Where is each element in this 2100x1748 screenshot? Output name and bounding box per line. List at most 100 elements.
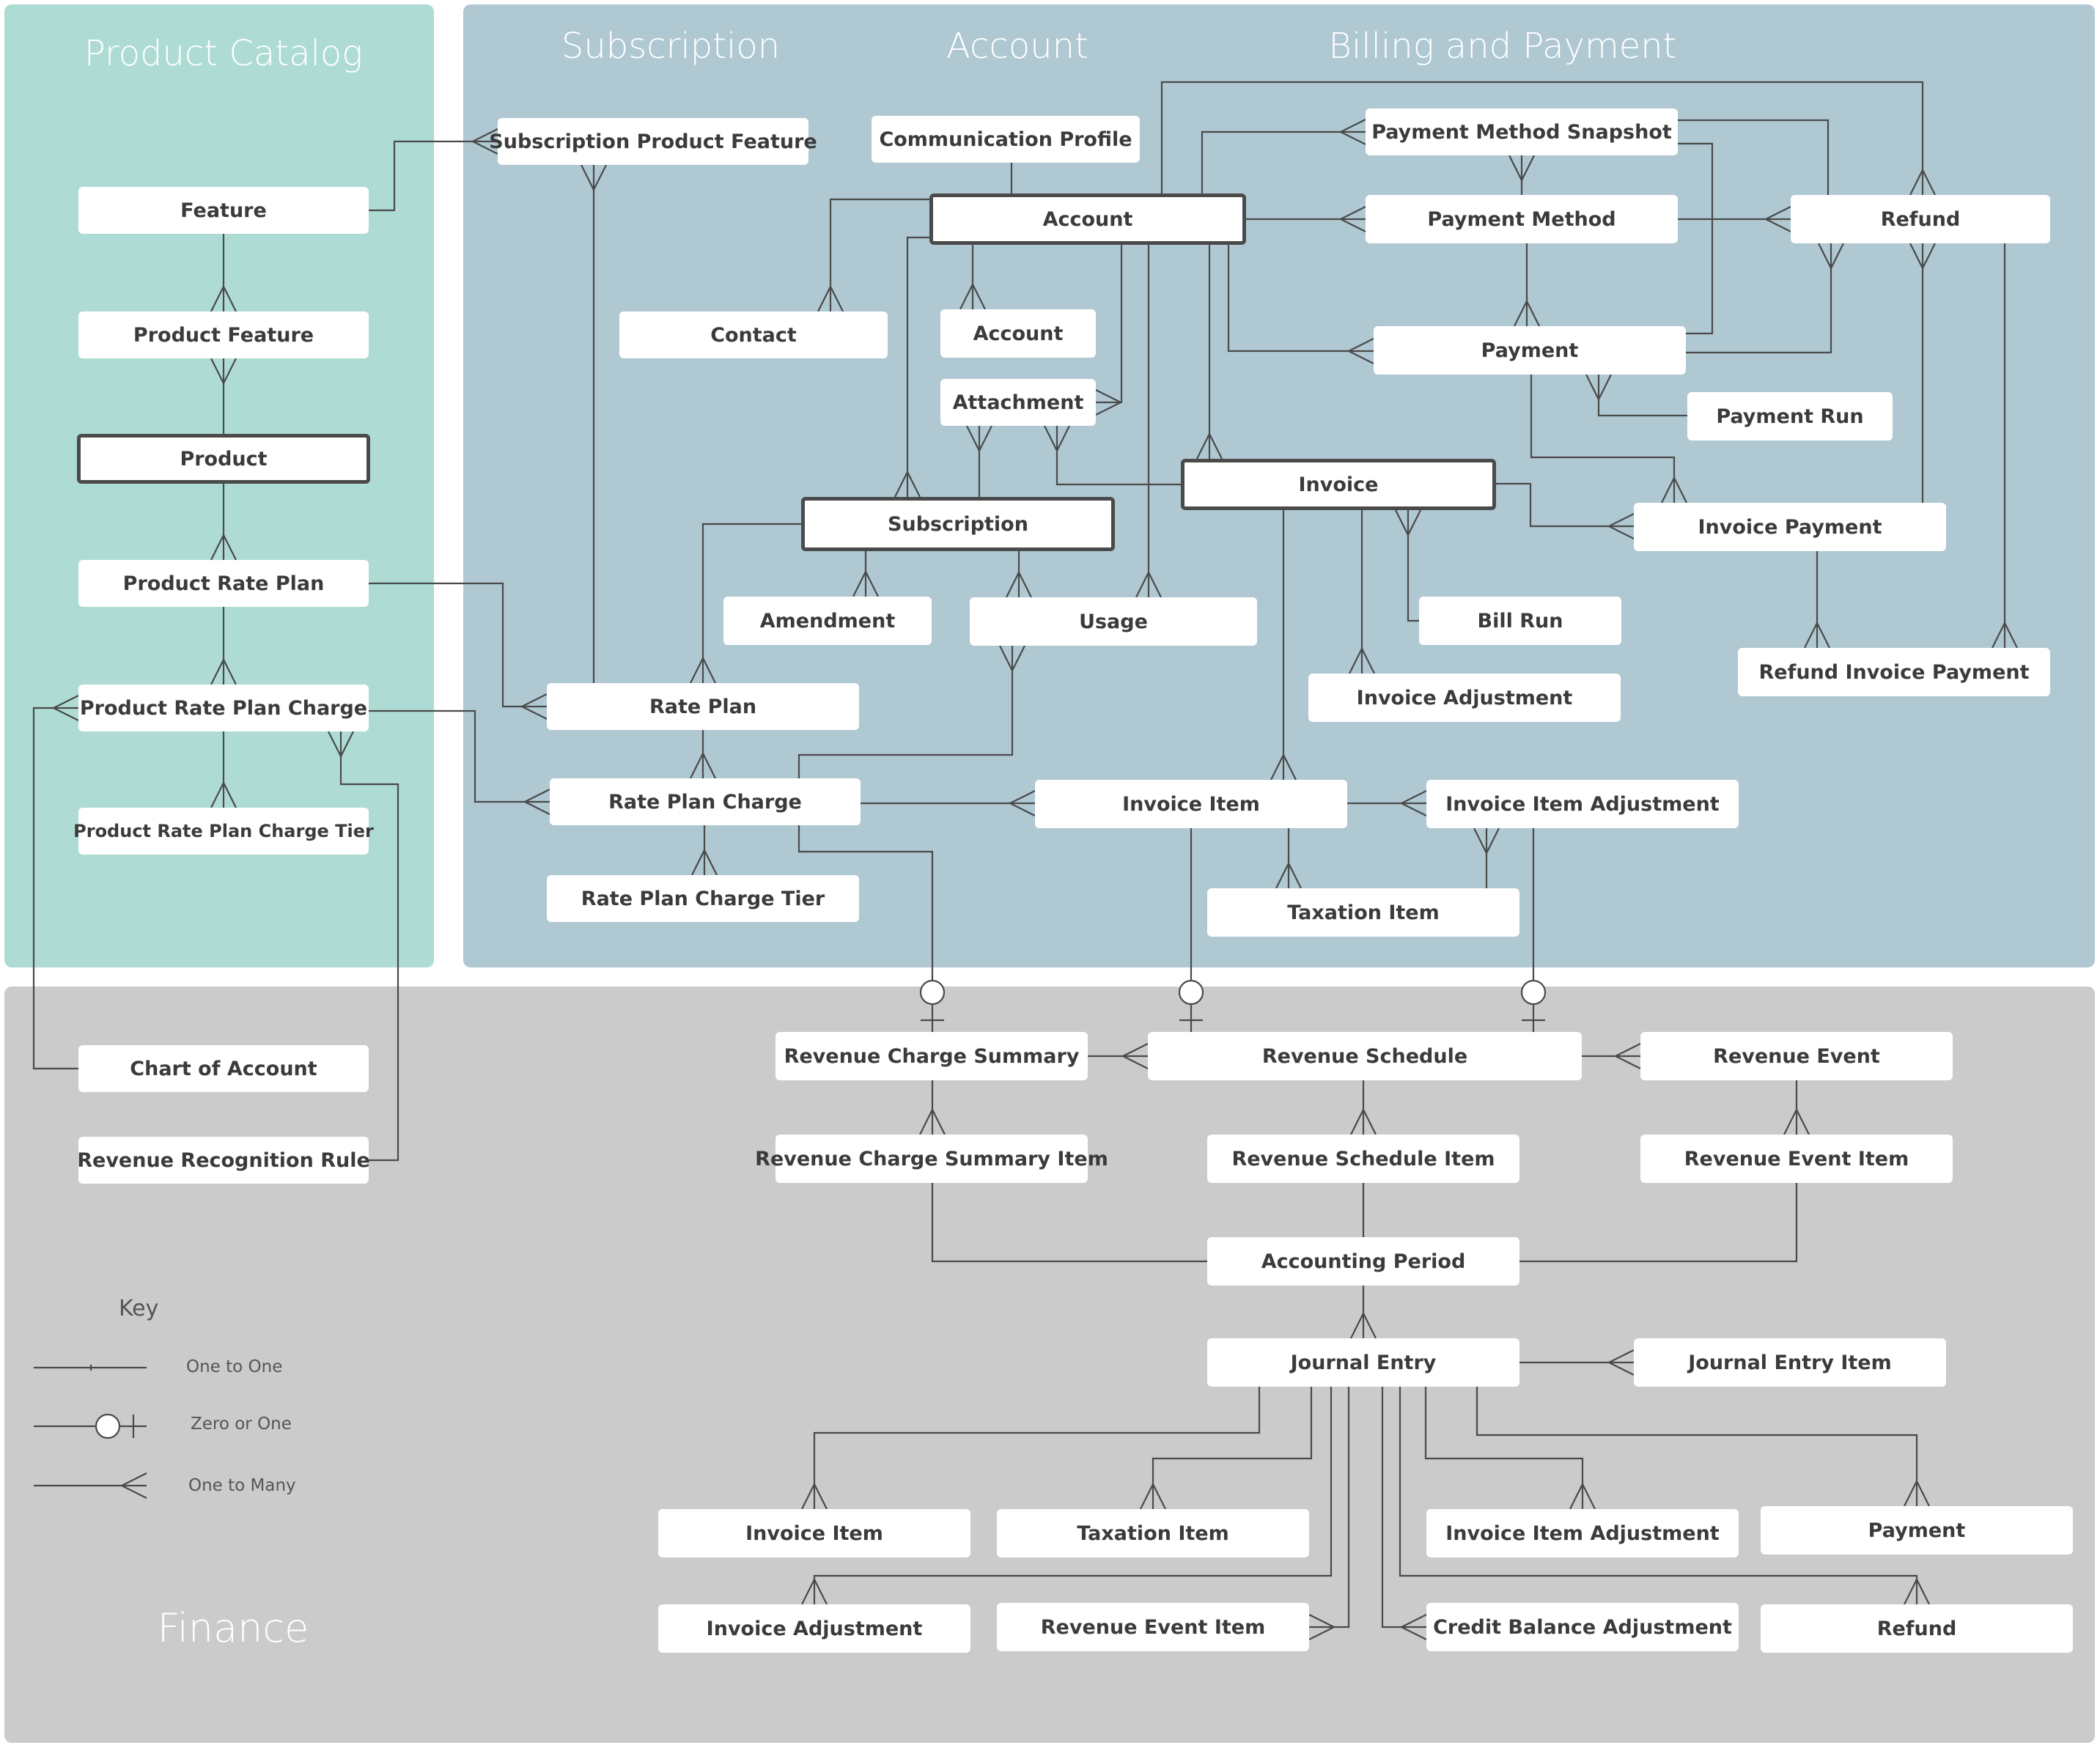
crows-foot-marker [1338,119,1366,145]
entity-rate-plan-charge: Rate Plan Charge [550,778,861,825]
entity-je-refund: Refund [1761,1604,2073,1653]
crows-foot-marker [1783,1107,1810,1135]
entity-payment-method-snapshot: Payment Method Snapshot [1366,108,1678,155]
connector-line [931,1183,1207,1263]
entity-payment-method: Payment Method [1366,195,1678,243]
entity-accounting-period: Accounting Period [1207,1237,1519,1286]
entity-feature: Feature [78,187,369,234]
crows-foot-marker [966,425,992,453]
entity-refund-invoice-payment: Refund Invoice Payment [1738,648,2050,696]
crows-foot-marker [210,781,237,808]
crows-foot-marker [1909,168,1936,196]
crows-foot-marker [1992,621,2018,649]
region-title-billing-payment: Billing and Payment [1328,26,1677,67]
entity-amendment: Amendment [723,597,932,645]
crows-foot-marker [1607,1349,1635,1376]
entity-communication-profile: Communication Profile [872,116,1140,163]
connector-line [1381,1387,1426,1629]
crows-foot-marker [1585,374,1612,402]
connector-line [1519,1183,1798,1263]
connector-line [906,236,929,497]
entity-taxation-item: Taxation Item [1207,888,1519,937]
region-title-account: Account [946,26,1088,67]
crows-foot-marker [210,657,237,685]
connector-line [1227,245,1374,353]
entity-journal-entry-item: Journal Entry Item [1634,1338,1946,1387]
connector-line [1475,1387,1918,1506]
entity-account: Account [929,193,1246,245]
product-catalog-region [4,4,434,967]
crows-foot-marker [801,1577,828,1605]
entity-product-rate-plan-charge-tier: Product Rate Plan Charge Tier [73,808,374,855]
entity-product-feature: Product Feature [78,311,369,358]
entity-invoice-payment: Invoice Payment [1634,503,1946,551]
crows-foot-marker [1804,621,1830,649]
entity-invoice-item-adjustment: Invoice Item Adjustment [1426,780,1739,828]
entity-revenue-charge-summary: Revenue Charge Summary [775,1032,1088,1080]
entity-bill-run: Bill Run [1419,597,1621,645]
crows-foot-marker [1661,476,1687,504]
connector-line [1160,81,1924,195]
connector-line [1309,1387,1350,1629]
zero-or-one-marker [1178,979,1204,1006]
crows-foot-marker [959,282,986,310]
connector-line [1597,375,1687,417]
crows-foot-marker [1006,570,1032,598]
crows-foot-marker [1196,432,1223,460]
connector-line [1530,375,1676,503]
crows-foot-marker [581,164,607,192]
connector-line [1686,243,1832,354]
crows-foot-marker [1399,1614,1427,1640]
entity-subscription-product-feature: Subscription Product Feature [489,118,817,165]
connector-line [1424,1387,1584,1509]
crows-foot-marker [210,284,237,312]
crows-foot-marker [1473,827,1500,855]
entity-revenue-schedule-item: Revenue Schedule Item [1207,1135,1519,1183]
entity-rate-plan-charge-tier: Rate Plan Charge Tier [547,875,859,922]
entity-je-invoice-item: Invoice Item [658,1509,970,1557]
crows-foot-marker [1508,155,1535,182]
crows-foot-marker [1270,753,1297,781]
key-crows-foot-marker [119,1472,147,1499]
entity-subscription: Subscription [801,497,1115,551]
crows-foot-marker [1764,206,1791,232]
entity-je-invoice-item-adjustment: Invoice Item Adjustment [1426,1509,1739,1557]
region-title-subscription: Subscription [561,26,781,67]
connector-line [1152,1387,1313,1509]
entity-je-invoice-adjustment: Invoice Adjustment [658,1604,970,1653]
key-one-to-one-label: One to One [186,1357,283,1376]
entity-invoice-adjustment: Invoice Adjustment [1308,674,1621,722]
crows-foot-marker [1044,425,1070,453]
crows-foot-marker [210,358,237,386]
crows-foot-marker [1008,790,1036,816]
crows-foot-marker [817,284,844,312]
connector-line [813,1387,1333,1604]
crows-foot-marker [1399,790,1427,816]
connector-line [339,731,399,1162]
crows-foot-marker [1349,646,1375,674]
crows-foot-marker [1346,338,1374,364]
connector-line [1096,245,1123,404]
connector-line [1678,119,1830,195]
crows-foot-marker [852,569,879,597]
entity-refund: Refund [1791,195,2050,243]
key-zero-or-one-label: Zero or One [191,1415,292,1434]
connector-line [369,582,547,708]
entity-payment: Payment [1374,326,1686,375]
entity-product-rate-plan: Product Rate Plan [78,560,369,607]
crows-foot-marker [1121,1043,1149,1069]
crows-foot-marker [1338,206,1366,232]
crows-foot-marker [1607,513,1635,539]
connector-line [1201,130,1366,193]
crows-foot-marker [894,470,921,498]
connector-line [32,707,78,1070]
crows-foot-marker [1350,1107,1377,1135]
entity-revenue-event: Revenue Event [1640,1032,1953,1080]
crows-foot-marker [1613,1043,1641,1069]
crows-foot-marker [523,789,550,815]
crows-foot-marker [1135,570,1162,598]
entity-payment-run: Payment Run [1687,392,1893,440]
connector-line [369,709,550,803]
crows-foot-marker [328,731,354,759]
crows-foot-marker [1140,1482,1166,1510]
